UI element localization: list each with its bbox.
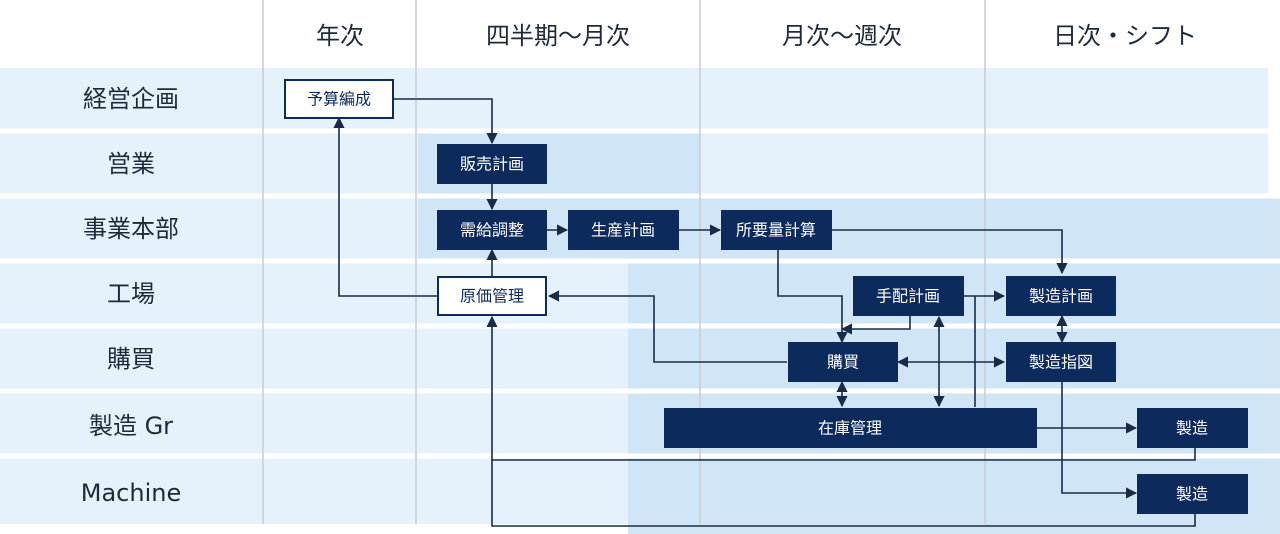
node-production-plan: 生産計画 xyxy=(568,210,679,250)
edge-cost-to-budget xyxy=(333,116,438,297)
node-manufacture-group: 製造 xyxy=(1137,408,1248,448)
svg-text:販売計画: 販売計画 xyxy=(460,155,524,174)
column-header-annual: 年次 xyxy=(316,22,364,50)
svg-text:製造: 製造 xyxy=(1176,485,1208,504)
lane-separators xyxy=(0,128,1280,459)
edge-manufacture-2-to-cost xyxy=(491,460,1196,527)
lane-label-machine: Machine xyxy=(81,479,181,507)
node-manufacturing-order: 製造指図 xyxy=(1006,342,1116,382)
svg-text:在庫管理: 在庫管理 xyxy=(818,419,882,438)
node-mrp-calculation: 所要量計算 xyxy=(721,210,832,250)
node-manufacture-machine: 製造 xyxy=(1137,474,1248,514)
svg-text:製造: 製造 xyxy=(1176,419,1208,438)
lane-band xyxy=(0,68,1268,130)
svg-text:製造指図: 製造指図 xyxy=(1029,353,1093,372)
svg-text:手配計画: 手配計画 xyxy=(876,287,940,306)
column-headers: 年次 四半期～月次 月次～週次 日次・シフト xyxy=(316,22,1197,50)
lane-label-business-division: 事業本部 xyxy=(83,215,179,243)
lane-label-manufacturing-group: 製造 Gr xyxy=(89,412,173,440)
node-sales-plan: 販売計画 xyxy=(437,144,547,184)
lane-label-purchasing: 購買 xyxy=(107,345,155,373)
node-cost-management: 原価管理 xyxy=(437,276,547,316)
edge-mrp-to-manufacturing-plan xyxy=(831,229,1068,275)
node-arrangement-plan: 手配計画 xyxy=(853,276,964,316)
edge-manufacturing-order-to-manufacture-2 xyxy=(1061,382,1138,499)
svg-text:購買: 購買 xyxy=(827,353,859,372)
node-manufacturing-plan: 製造計画 xyxy=(1006,276,1116,316)
node-supply-demand-adjustment: 需給調整 xyxy=(437,210,547,250)
svg-text:生産計画: 生産計画 xyxy=(591,221,655,240)
svg-text:製造計画: 製造計画 xyxy=(1029,287,1093,306)
nodes: 予算編成 販売計画 需給調整 生産計画 所要量計算 原価管理 手配計画 製造計 xyxy=(284,79,1248,514)
edge-arrangement-to-purchasing xyxy=(840,315,911,335)
svg-text:原価管理: 原価管理 xyxy=(460,287,524,306)
edge-budget-to-sales-plan xyxy=(393,98,498,145)
svg-text:需給調整: 需給調整 xyxy=(460,221,524,240)
node-purchasing: 購買 xyxy=(788,342,898,382)
node-inventory-management: 在庫管理 xyxy=(664,408,1037,448)
edge-mrp-to-purchasing xyxy=(777,249,848,344)
column-header-quarterly-monthly: 四半期～月次 xyxy=(486,22,630,50)
lane-label-management-planning: 経営企画 xyxy=(83,85,179,113)
lane-labels: 経営企画 営業 事業本部 工場 購買 製造 Gr Machine xyxy=(81,85,181,507)
column-header-monthly-weekly: 月次～週次 xyxy=(782,22,902,50)
edge-purchasing-to-cost xyxy=(547,290,787,363)
edge-manufacture-1-to-cost xyxy=(486,315,1196,461)
lane-label-sales: 営業 xyxy=(107,150,155,178)
column-header-daily-shift: 日次・シフト xyxy=(1053,22,1197,50)
svg-text:所要量計算: 所要量計算 xyxy=(736,221,816,240)
lane-label-factory: 工場 xyxy=(107,280,155,308)
node-budget-planning: 予算編成 xyxy=(284,79,394,119)
svg-text:予算編成: 予算編成 xyxy=(307,90,371,109)
edges xyxy=(333,98,1196,527)
